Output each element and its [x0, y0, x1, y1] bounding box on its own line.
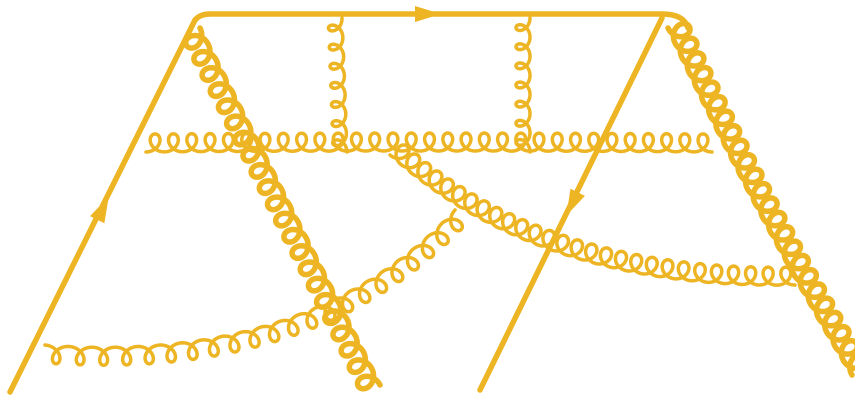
fermion-top-line [192, 11, 691, 31]
gluon-lower-left [43, 208, 465, 368]
gluon-long-diagonal-left [182, 25, 383, 392]
fermion-layer [7, 6, 691, 395]
gluon-vertical-2 [514, 16, 532, 154]
gluon-vertical-1 [326, 16, 349, 154]
gluon-long-diagonal-right [665, 20, 855, 378]
gluon-layer [43, 16, 855, 392]
arrow-left-leg [90, 196, 109, 224]
arrow-right-leg [566, 188, 585, 216]
gluon-lower-right [388, 143, 797, 287]
arrow-top-line [415, 6, 441, 22]
gluon-horizontal [144, 131, 714, 154]
